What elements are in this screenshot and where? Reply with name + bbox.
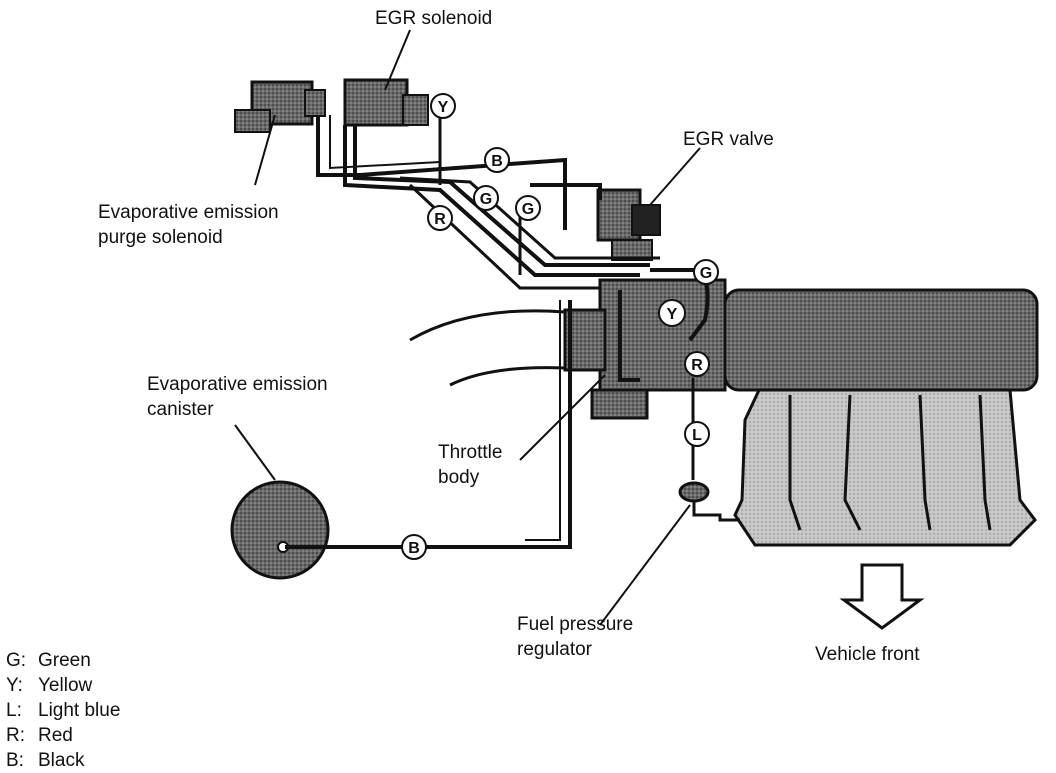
purge-solenoid [234, 80, 326, 133]
label-regulator-2: regulator [517, 639, 593, 660]
throttle-body [563, 278, 727, 420]
legend-row: R:Red [6, 725, 73, 746]
svg-text:B: B [491, 153, 503, 170]
air-intake-curve-lower [449, 366, 566, 387]
evaporative-canister [230, 480, 330, 580]
label-regulator-1: Fuel pressure [517, 614, 633, 635]
hose-tag-r-right: R [684, 351, 710, 377]
label-vehicle-front: Vehicle front [815, 644, 920, 665]
egr-valve [596, 188, 661, 261]
vacuum-hoses [285, 108, 710, 549]
hose-tag-g-right: G [693, 259, 719, 285]
label-purge-solenoid-1: Evaporative emission [98, 202, 279, 223]
hose-tag-l-right: L [684, 421, 710, 447]
svg-text:B: B [408, 540, 420, 557]
svg-text:L: L [692, 427, 702, 444]
vehicle-front-arrow [839, 563, 925, 630]
hose-tag-b-top: B [484, 147, 510, 173]
legend-row: G:Green [6, 650, 91, 671]
fuel-pressure-regulator [678, 481, 740, 522]
svg-text:R: R [434, 211, 446, 228]
legend-row: L:Light blue [6, 700, 121, 721]
color-legend: G:Green Y:Yellow L:Light blue R:Red B:Bl… [6, 648, 120, 773]
legend-row: B:Black [6, 750, 85, 771]
intake-manifold [723, 288, 1039, 547]
label-purge-solenoid-2: purge solenoid [98, 227, 223, 248]
hose-tag-b-bottom: B [401, 534, 427, 560]
svg-text:G: G [522, 201, 534, 218]
label-throttle-2: body [438, 467, 480, 488]
hose-tag-y-top: Y [430, 93, 456, 119]
label-throttle-1: Throttle [438, 442, 502, 463]
leader-lines [234, 29, 701, 626]
svg-text:Y: Y [438, 99, 449, 116]
legend-row: Y:Yellow [6, 675, 93, 696]
air-intake-curve-upper [409, 309, 566, 342]
label-canister-2: canister [147, 399, 214, 420]
svg-text:G: G [700, 265, 712, 282]
hose-tag-g-left: G [473, 185, 499, 211]
label-egr-valve: EGR valve [683, 129, 774, 150]
label-egr-solenoid: EGR solenoid [375, 8, 492, 29]
egr-solenoid [343, 78, 429, 127]
label-canister-1: Evaporative emission [147, 374, 328, 395]
hose-tag-r-left: R [427, 205, 453, 231]
hose-tag-g-mid: G [515, 195, 541, 221]
svg-text:Y: Y [667, 306, 678, 323]
svg-text:R: R [691, 357, 703, 374]
hose-tag-y-right: Y [658, 299, 686, 327]
svg-text:G: G [480, 191, 492, 208]
